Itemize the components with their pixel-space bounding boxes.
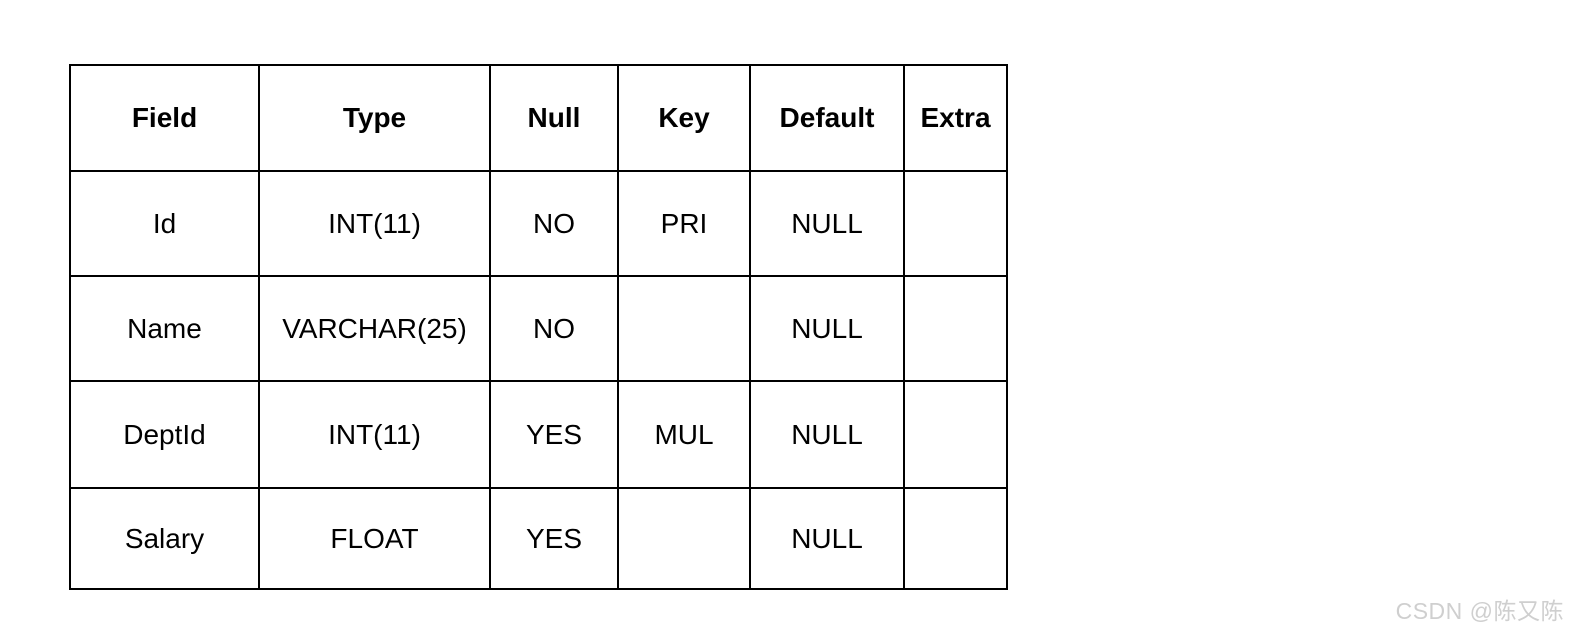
schema-table: Field Type Null Key Default Extra Id INT… [69, 64, 1008, 590]
table-cell: INT(11) [258, 170, 491, 277]
table-cell: PRI [617, 170, 751, 277]
table-cell: VARCHAR(25) [258, 275, 491, 382]
table-cell [903, 487, 1008, 590]
header-cell-default: Default [749, 64, 905, 172]
table-cell: NULL [749, 487, 905, 590]
table-cell: Id [69, 170, 260, 277]
table-cell: DeptId [69, 380, 260, 489]
table-cell: NO [489, 275, 619, 382]
table-cell: FLOAT [258, 487, 491, 590]
table-cell [903, 380, 1008, 489]
header-cell-type: Type [258, 64, 491, 172]
table-cell: NO [489, 170, 619, 277]
table-cell: MUL [617, 380, 751, 489]
table-cell: Name [69, 275, 260, 382]
table-cell [903, 170, 1008, 277]
table-cell: NULL [749, 275, 905, 382]
table-row-id: Id INT(11) NO PRI NULL [69, 170, 1008, 277]
table-cell: Salary [69, 487, 260, 590]
table-cell: INT(11) [258, 380, 491, 489]
table-cell [617, 487, 751, 590]
table-cell [617, 275, 751, 382]
table-row-deptid: DeptId INT(11) YES MUL NULL [69, 380, 1008, 489]
csdn-watermark: CSDN @陈又陈 [1395, 598, 1564, 624]
table-cell: NULL [749, 170, 905, 277]
header-cell-extra: Extra [903, 64, 1008, 172]
header-cell-null: Null [489, 64, 619, 172]
header-row: Field Type Null Key Default Extra [69, 64, 1008, 172]
header-cell-field: Field [69, 64, 260, 172]
table-cell [903, 275, 1008, 382]
table-cell: YES [489, 380, 619, 489]
table-cell: NULL [749, 380, 905, 489]
table-row-salary: Salary FLOAT YES NULL [69, 487, 1008, 590]
table-row-name: Name VARCHAR(25) NO NULL [69, 275, 1008, 382]
table-cell: YES [489, 487, 619, 590]
header-cell-key: Key [617, 64, 751, 172]
